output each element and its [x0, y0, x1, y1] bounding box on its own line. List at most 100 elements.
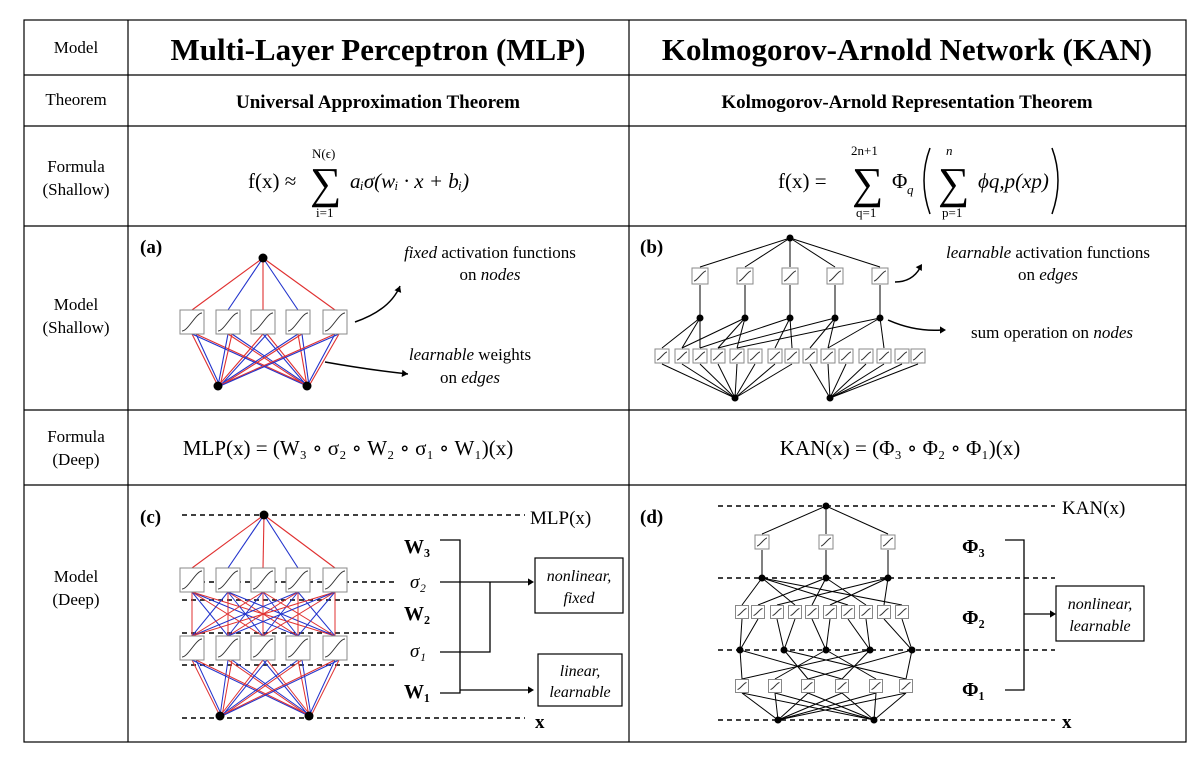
activation-curve: [879, 608, 889, 616]
kan-d-input-node: [774, 716, 782, 724]
activation-curve: [753, 608, 763, 616]
activation-curve: [756, 537, 768, 547]
kan-d-arrow-head: [1050, 610, 1056, 618]
mlp-a-out-edge: [227, 257, 264, 311]
kan-d-l2-edge: [741, 577, 763, 606]
row-label-model: Model: [54, 38, 99, 57]
mlp-a-in-edge: [219, 333, 233, 387]
kan-d-l2b-edge: [776, 618, 785, 651]
kan-d-bracket: [1005, 539, 1025, 691]
kan-b-input-node: [826, 394, 834, 402]
panel-d-box-line1: nonlinear,: [1068, 596, 1132, 613]
panel-b-annot1-line1: learnable activation functions: [946, 243, 1150, 262]
mlp-a-in-edge: [266, 333, 310, 387]
panel-c-box1-line2: fixed: [563, 590, 595, 607]
kan-d-l2-edge: [776, 577, 889, 606]
mlp-c-bracket-w: [440, 539, 461, 694]
panel-a-label: (a): [140, 237, 162, 258]
kan-b-sum-edge: [736, 317, 881, 349]
kan-b-in-edge: [734, 363, 793, 399]
mlp-a-out-edge: [262, 257, 299, 311]
activation-curve: [897, 608, 907, 616]
kan-b-input-node: [731, 394, 739, 402]
kan-paren-left: [923, 147, 931, 215]
activation-curve: [786, 351, 798, 361]
mlp-c-input-node: [215, 711, 225, 721]
mlp-c-in-edge: [219, 659, 229, 717]
activation-curve: [860, 351, 872, 361]
kan-b-sum-edge: [661, 317, 701, 349]
kan-b-arrow-sum-head: [940, 326, 946, 334]
mlp-c-input-node: [304, 711, 314, 721]
panel-d-annotations: KAN(x) x Φ₃ Φ₂ Φ₁ nonlinear, learnable: [962, 498, 1145, 733]
mlp-a-in-edge: [227, 333, 308, 387]
panel-b-label: (b): [640, 237, 663, 258]
kan-d-in-edge: [774, 692, 779, 721]
kan-formula-shallow: f(x) = 2n+1 ∑ q=1 Φ q n ∑ p=1 ϕq,p(xp): [778, 143, 1059, 220]
mlp-c-in-edge: [221, 659, 233, 717]
kan-paren-right: [1051, 147, 1059, 215]
mlp-a-arrow-fixed-head: [394, 286, 402, 293]
mlp-c-hidden-edge: [262, 591, 336, 637]
panel-a-annot2-line2: on edges: [440, 368, 500, 387]
activation-curve: [749, 351, 761, 361]
kan-b-sum-edge: [699, 317, 791, 349]
network-drawings: [179, 234, 1056, 724]
panel-d-top-label: KAN(x): [1062, 498, 1125, 519]
mlp-c-in-edge: [308, 659, 336, 717]
mlp-a-in-edge: [217, 333, 264, 387]
activation-curve: [825, 608, 835, 616]
kan-d-l2-edge: [825, 577, 867, 606]
row-label-formula-deep-1: Formula: [47, 427, 105, 446]
mlp-sum-sigma: ∑: [310, 159, 341, 208]
activation-curve: [324, 638, 346, 658]
kan-d-out-edge: [761, 505, 827, 535]
kan-b-in-edge: [699, 363, 736, 399]
activation-curve: [803, 682, 813, 690]
activation-curve: [324, 570, 346, 590]
activation-curve: [217, 638, 239, 658]
kan-b-in-edge: [829, 363, 847, 399]
kan-outer-top: 2n+1: [851, 143, 878, 158]
kan-d-l1-edge: [783, 649, 809, 680]
kan-d-l2b-edge: [847, 618, 871, 651]
kan-d-node-l2: [736, 646, 744, 654]
activation-curve: [901, 682, 911, 690]
mlp-a-input-node: [213, 381, 223, 391]
activation-curve: [882, 537, 894, 547]
table-grid: [23, 19, 1187, 743]
kan-d-node-l2: [866, 646, 874, 654]
panel-c-w1: W₁: [404, 681, 430, 703]
mlp-a-in-edge: [219, 333, 303, 387]
kan-b-sum-edge: [717, 317, 746, 349]
panel-d-p1: Φ₁: [962, 679, 985, 701]
mlp-c-arrow-linear-head: [528, 686, 534, 694]
panel-d-box: [1055, 585, 1145, 642]
row-label-formula-shallow-1: Formula: [47, 157, 105, 176]
mlp-c-in-edge: [195, 659, 223, 717]
kan-d-l1-edge: [741, 649, 871, 680]
panel-c-s1: σ₁: [410, 641, 426, 662]
panel-d-x-label: x: [1062, 712, 1072, 733]
activation-curve: [731, 351, 743, 361]
kan-d-l2b-edge: [883, 618, 913, 651]
mlp-theorem: Universal Approximation Theorem: [236, 92, 520, 113]
activation-curve: [252, 312, 274, 332]
panel-a-annotations: fixed activation functions on nodes lear…: [404, 243, 576, 387]
kan-b-sum-node: [876, 314, 884, 322]
mlp-a-out-edge: [262, 257, 336, 311]
kan-d-node-l2: [822, 646, 830, 654]
mlp-c-in-edge: [219, 659, 264, 717]
panel-d-p2: Φ₂: [962, 607, 985, 629]
activation-curve: [783, 270, 797, 282]
row-label-model-deep-1: Model: [54, 567, 99, 586]
mlp-a-in-edge: [195, 333, 310, 387]
mlp-c-in-edge: [191, 659, 310, 717]
kan-b-in-edge: [681, 363, 736, 399]
panel-b-annot2-line1: sum operation on nodes: [971, 323, 1133, 342]
panel-c-box-nonlinear: [534, 557, 624, 614]
kan-b-sum-node: [741, 314, 749, 322]
panel-b-annot1-line2: on edges: [1018, 265, 1078, 284]
mlp-sum-bottom: i=1: [316, 205, 333, 220]
